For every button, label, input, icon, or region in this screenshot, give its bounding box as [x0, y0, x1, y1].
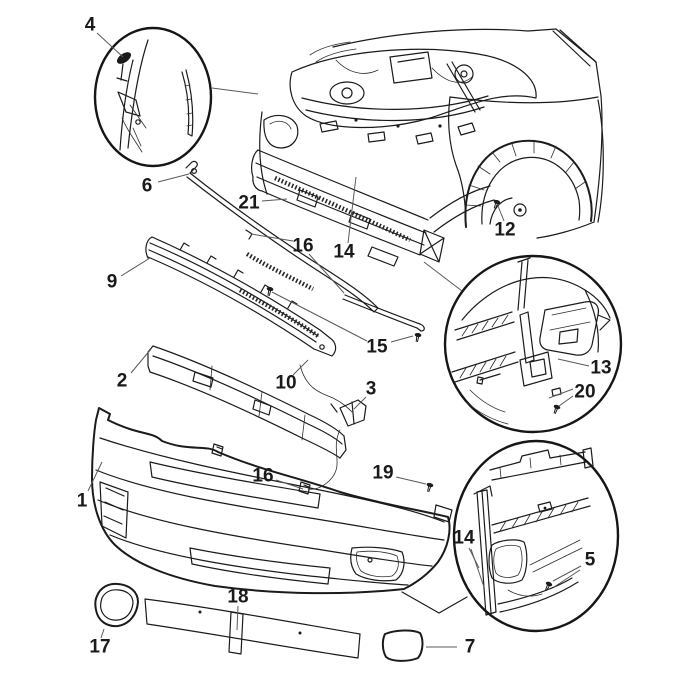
callout-label-16-4: 16: [292, 236, 313, 257]
callout-leader-20: [558, 395, 574, 407]
callout-leader-2: [130, 348, 152, 374]
callout-label-5-17: 5: [585, 550, 596, 571]
callout-leader-14: [347, 176, 357, 244]
callout-label-7-20: 7: [465, 637, 476, 658]
callout-leader-3: [353, 396, 367, 410]
callout-leader-4: [96, 32, 124, 58]
callout-leader-18: [236, 605, 239, 631]
callout-leader-5: [552, 565, 582, 582]
callout-leader-15: [271, 291, 368, 342]
detail-bubble-fender-pin: [93, 26, 259, 168]
callout-layer: 4 6 21 9 16 14 12 15 10 2 3 13 20 1 16 19 14 5 17 18 7: [77, 15, 612, 658]
callout-leader-5: [553, 569, 581, 588]
callout-leader-10: [292, 359, 309, 376]
callout-label-15-7: 15: [366, 337, 388, 358]
part-bezel-17: [94, 582, 139, 628]
callout-label-1-13: 1: [77, 491, 88, 512]
part-absorber-2: [147, 345, 347, 459]
callout-leader-20: [548, 388, 574, 399]
callout-leader-16: [308, 253, 345, 294]
callout-label-9-3: 9: [107, 272, 118, 293]
part-mesh-insert-7: [381, 629, 424, 662]
callout-label-19-15: 19: [372, 463, 393, 484]
callout-label-4-0: 4: [85, 15, 96, 36]
callout-label-3-10: 3: [366, 379, 377, 400]
callout-label-14-16: 14: [453, 528, 475, 549]
callout-label-17-18: 17: [89, 637, 110, 658]
callout-leader-16: [275, 479, 304, 490]
callout-label-20-12: 20: [574, 382, 595, 403]
callout-label-12-6: 12: [494, 220, 515, 241]
callout-label-16-14: 16: [252, 466, 273, 487]
callout-leader-1: [87, 461, 103, 492]
callout-leader-6: [157, 173, 190, 183]
callout-label-14-5: 14: [333, 242, 355, 263]
callout-leader-19: [395, 476, 427, 485]
part-grille-bar-9: [145, 236, 337, 357]
callout-leader-14: [470, 548, 485, 588]
callout-label-13-11: 13: [590, 358, 611, 379]
part-strip-15: [342, 294, 425, 343]
part-grille-mesh-18: [144, 598, 361, 659]
callout-leader-12: [497, 205, 505, 222]
detail-bubble-foglamp-area: [401, 439, 620, 633]
callout-leader-15: [390, 335, 414, 343]
callout-leader-16: [250, 233, 294, 242]
part-bracket-3: [299, 364, 367, 427]
callout-leader-13: [557, 358, 590, 367]
callout-label-21-2: 21: [238, 193, 260, 214]
callout-leader-9: [120, 257, 151, 277]
callout-leader-21: [261, 198, 288, 202]
callout-label-6-1: 6: [142, 176, 153, 197]
callout-label-18-19: 18: [227, 587, 248, 608]
callout-leader-17: [100, 628, 105, 639]
part-fascia-1: [91, 407, 453, 595]
detail-bubble-headlamp-mount: [423, 254, 623, 434]
vehicle-front-sketch: [251, 28, 604, 267]
callout-label-10-8: 10: [275, 373, 296, 394]
callout-label-2-9: 2: [117, 371, 128, 392]
